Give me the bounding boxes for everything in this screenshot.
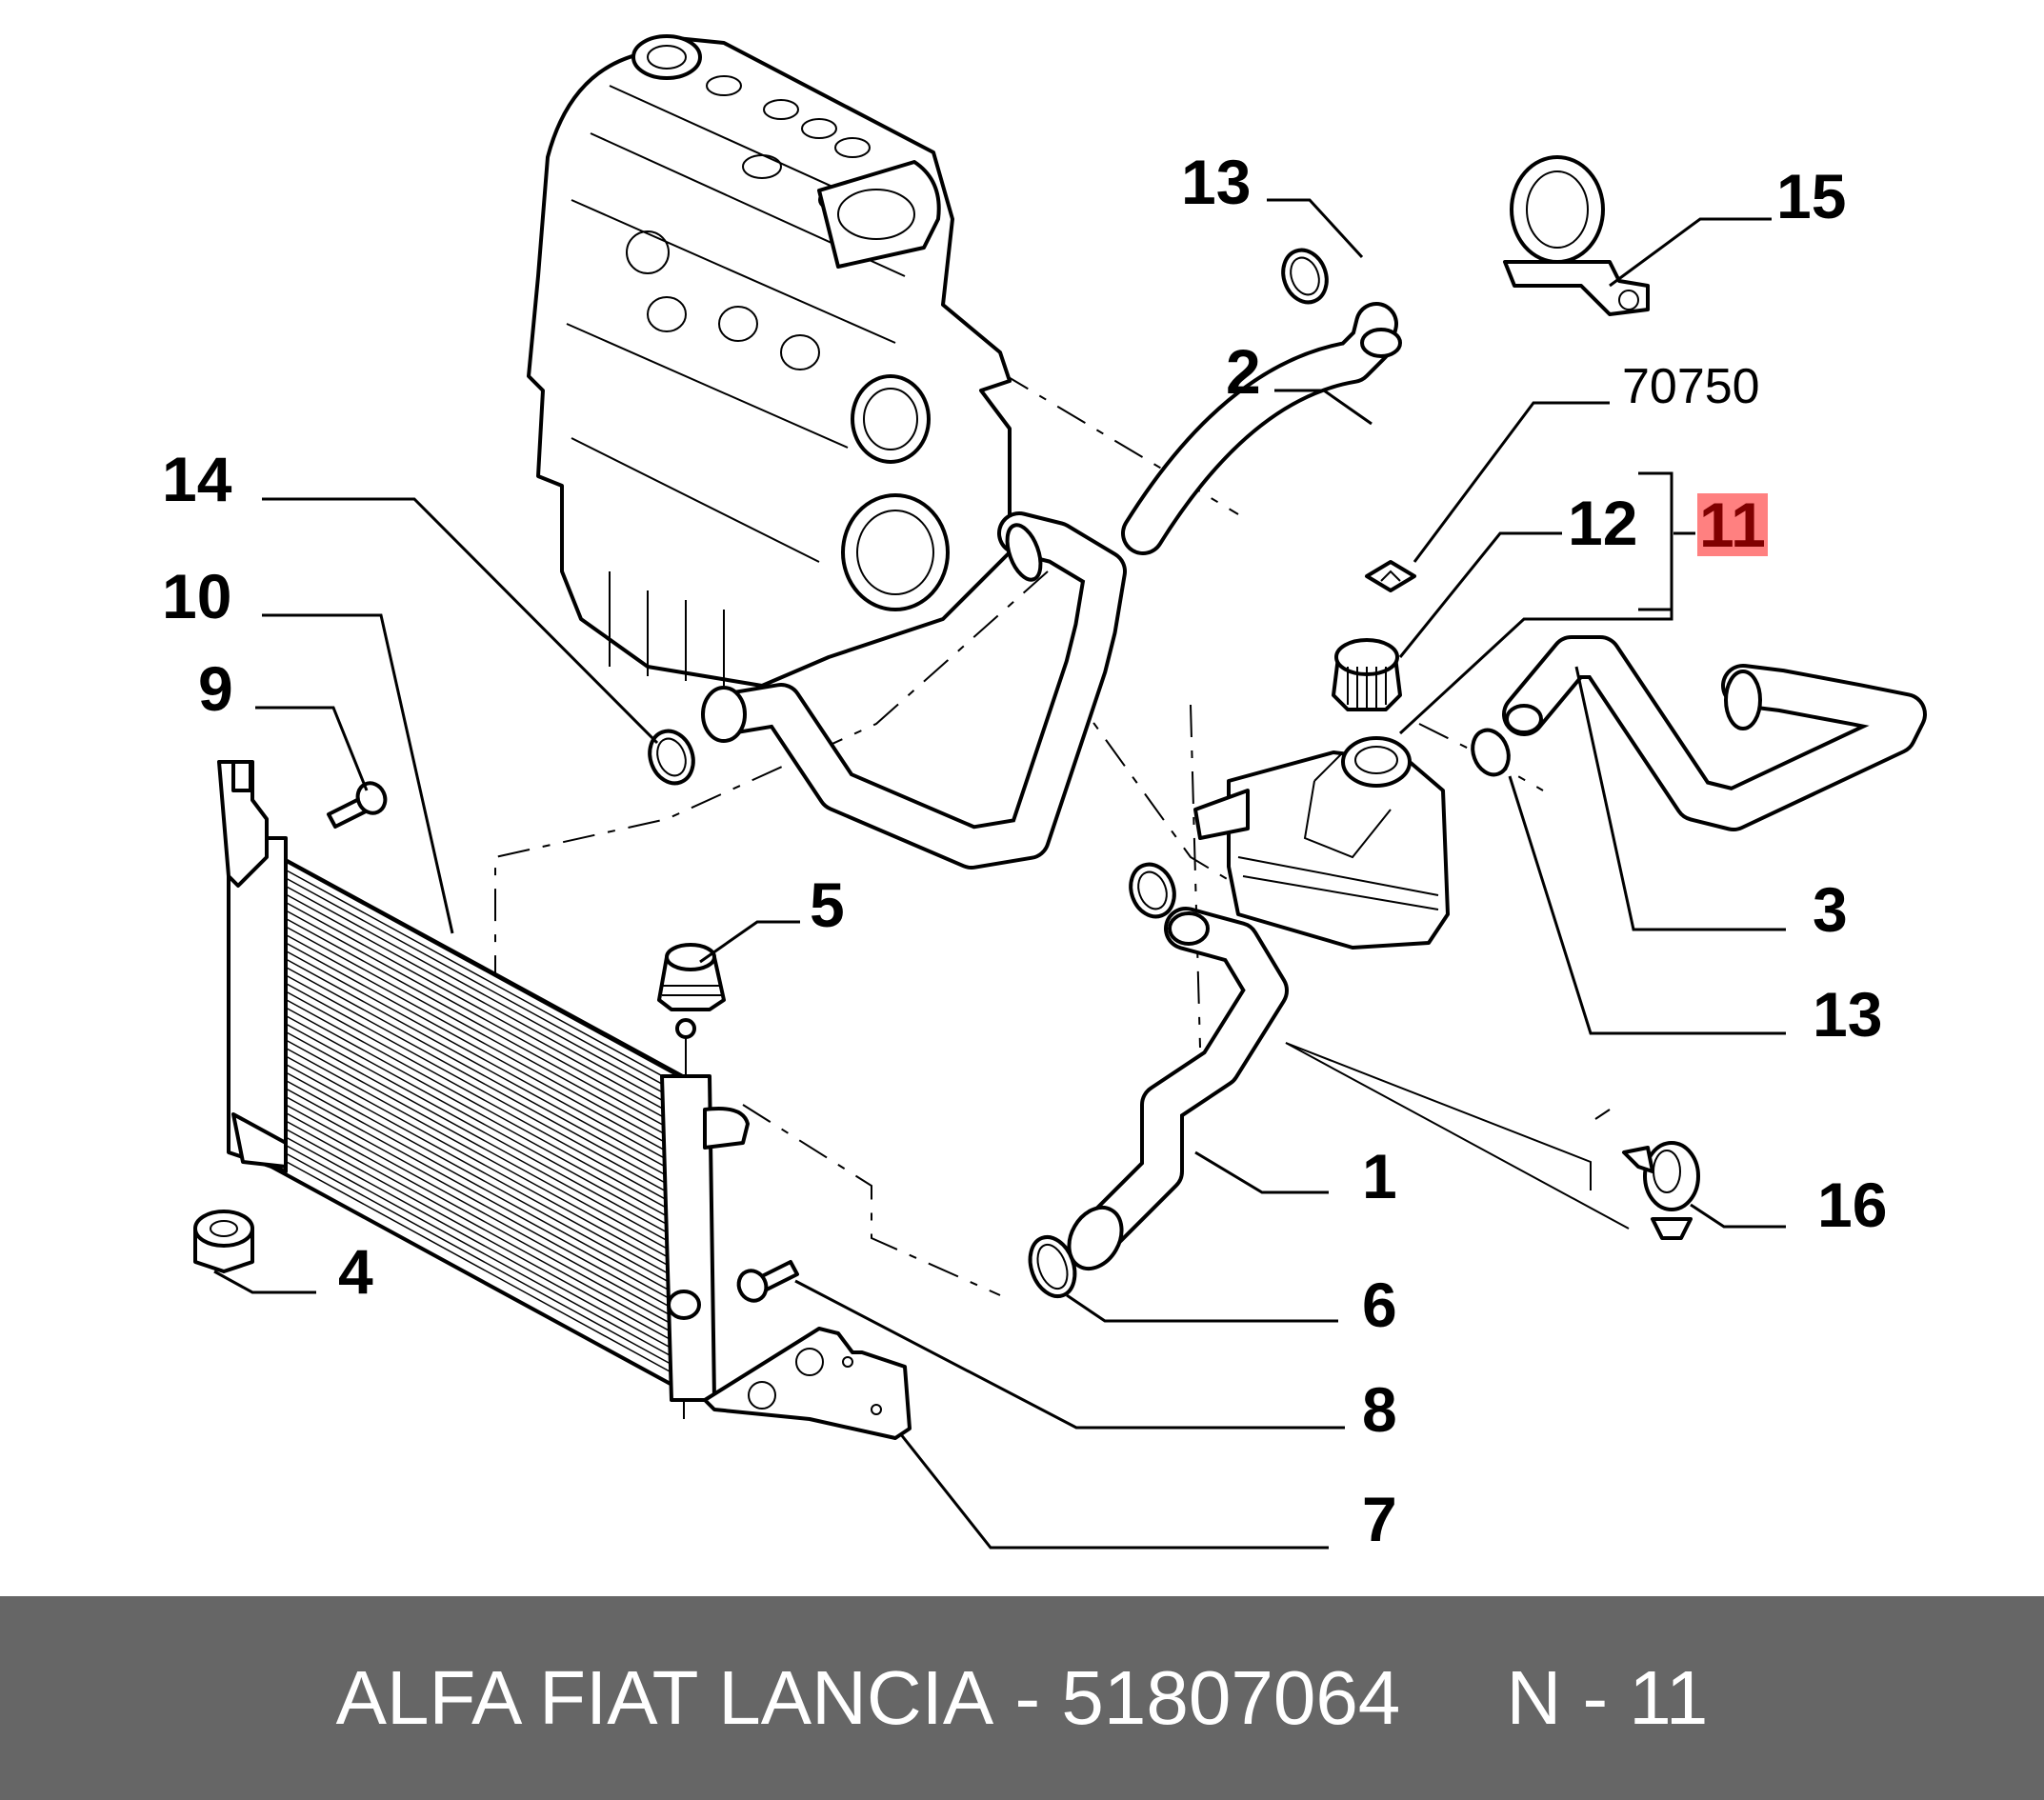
expansion-tank [1193,736,1450,950]
footer-part-number: 51807064 [1061,1655,1401,1740]
rubber-mount-4 [193,1210,254,1273]
radiator-fin [285,1007,701,1235]
radiator-fin [285,1039,701,1268]
hose-clamp-13-right [1471,728,1511,777]
radiator-fin [285,933,701,1163]
radiator-fin [285,869,701,1098]
bolt-9 [327,781,388,829]
radiator-fin [285,1030,701,1260]
callout-3: 3 [1813,874,1848,945]
hose-1-lower [1067,907,1289,1270]
callout-8: 8 [1362,1374,1397,1445]
radiator-fin [285,966,701,1195]
hose-3-tank [1502,635,1927,831]
bolt-8 [736,1260,799,1303]
radiator [217,760,750,1419]
radiator-fin [285,917,701,1147]
radiator-fin [285,893,701,1122]
radiator-fin [285,1104,701,1332]
hose-14-upper [701,511,1127,870]
hose-clip-16 [1622,1141,1700,1240]
radiator-fin [285,1047,701,1276]
footer-brand: ALFA FIAT LANCIA [335,1655,994,1740]
radiator-fin [285,1095,701,1325]
radiator-fin [285,1014,701,1244]
radiator-fin [285,1152,701,1381]
hose-clamp-middle [1129,862,1176,919]
radiator-fin [285,1071,701,1300]
callout-70750: 70750 [1622,359,1760,414]
warning-label [1365,560,1416,592]
radiator-fin [285,877,701,1106]
callout-11-highlighted[interactable]: 11 [1697,490,1768,560]
callout-9: 9 [198,653,233,724]
radiator-fin [285,1120,701,1349]
radiator-fin [285,1111,701,1341]
radiator-fin [285,990,701,1219]
radiator-fin [285,942,701,1170]
engine-block [527,34,1012,688]
callout-13-right: 13 [1813,979,1883,1050]
radiator-fin [285,1136,701,1365]
radiator-fin [285,1079,701,1309]
hose-clamp-13-top [1281,248,1329,305]
radiator-fin [285,926,701,1154]
radiator-fin [285,901,701,1130]
callout-4: 4 [338,1236,373,1307]
callout-14: 14 [162,444,232,514]
radiator-fin [285,1128,701,1357]
footer-spacer [1400,1654,1506,1742]
radiator-fin [285,1088,701,1316]
radiator-fin [285,910,701,1138]
radiator-fin [285,998,701,1228]
callout-2: 2 [1226,336,1261,407]
expansion-tank-cap [1332,638,1402,711]
callout-7: 7 [1362,1484,1397,1554]
hose-2-bleed [1121,302,1402,555]
parts-diagram: 13 15 2 70750 12 11 14 10 9 5 4 3 13 1 1… [162,34,1927,1554]
callout-6: 6 [1362,1270,1397,1340]
radiator-fin [285,1063,701,1292]
footer-position-label: N - 11 [1506,1655,1709,1740]
radiator-fin [285,885,701,1114]
callout-13-top: 13 [1181,147,1252,217]
radiator-fin [285,974,701,1203]
radiator-fin [285,958,701,1187]
callout-15: 15 [1776,161,1847,231]
radiator-fin [285,1023,701,1251]
radiator-fin [285,1144,701,1373]
radiator-fin [285,1160,701,1390]
callout-16: 16 [1817,1170,1888,1240]
callout-1: 1 [1362,1141,1397,1211]
diagram-drawing [193,34,1927,1550]
footer-separator: - [993,1655,1062,1740]
callout-10: 10 [162,561,232,631]
bracket-7 [703,1327,912,1440]
footer-bar: ALFA FIAT LANCIA - 51807064 N - 11 [0,1596,2044,1800]
radiator-fin [285,861,701,1090]
radiator-fin [285,950,701,1179]
callout-12: 12 [1568,488,1638,558]
leader-lines [213,198,1786,1550]
radiator-fin [285,1055,701,1284]
hose-clamp-6 [1028,1235,1077,1298]
callout-5: 5 [810,870,845,940]
grommet-5 [657,943,726,1011]
hose-holder-15 [1503,155,1650,316]
radiator-fin [285,982,701,1211]
hose-clamp-14 [648,729,695,786]
